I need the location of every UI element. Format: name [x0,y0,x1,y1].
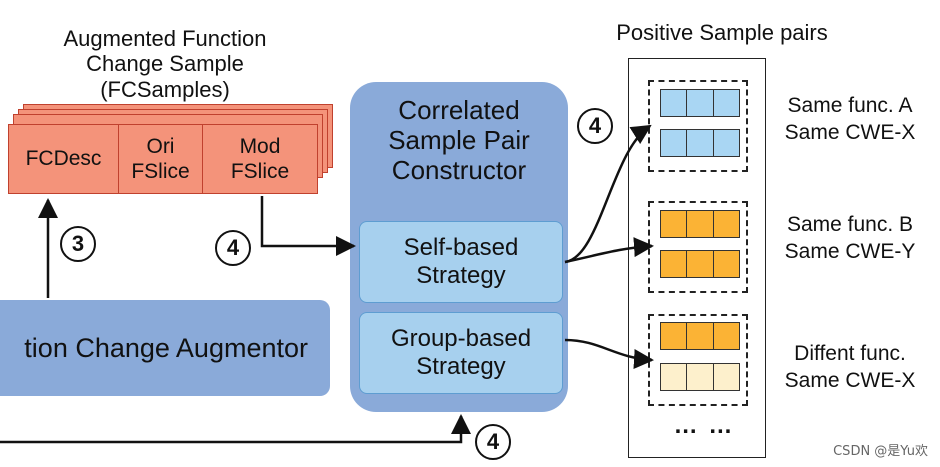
group-strategy-line-1: Group-based [390,325,532,353]
mod-fslice-cell: Mod FSlice [203,125,317,193]
pair-group-1-cwe: Same CWE-X [784,121,916,145]
ori-fslice-line-1: Ori [146,134,175,158]
step-4-marker-mod: 4 [215,230,251,266]
positive-pairs-panel [628,58,766,458]
pair-group-2-cwe: Same CWE-Y [784,240,916,264]
step-4-marker-output: 4 [577,108,613,144]
pair-group-3-label: Diffent func. Same CWE-X [770,340,930,395]
ori-fslice-cell: Ori FSlice [119,125,203,193]
ori-fslice-line-2: FSlice [131,160,190,183]
constructor-title: Correlated Sample Pair Constructor [350,95,568,186]
pair-group-3-cwe: Same CWE-X [784,369,916,393]
fcsamples-title-line-2: Change Sample [86,51,244,77]
fcsamples-title-line-1: Augmented Function [63,26,267,51]
pair-group-1-func: Same func. A [787,94,913,117]
function-change-augmentor-box: tion Change Augmentor [0,300,330,396]
bottom-feedback-arrow [0,414,471,444]
fcsamples-title-line-3: (FCSamples) [100,76,230,102]
mod-fslice-line-1: Mod [239,134,281,158]
pair-1-sample-a [660,89,740,117]
self-based-strategy-box: Self-based Strategy [359,221,563,303]
constructor-title-line-2: Sample Pair [388,124,530,155]
self-strategy-to-pair-2-arrow [564,237,654,264]
fcsamples-title: Augmented Function Change Sample (FCSamp… [30,26,300,102]
fcsample-card-front: FCDesc Ori FSlice Mod FSlice [8,124,318,194]
watermark: CSDN @是Yu欢 [833,444,928,459]
pair-group-2-func: Same func. B [786,213,914,236]
constructor-title-line-3: Constructor [391,154,527,185]
pair-3-sample-b [660,363,740,391]
more-pairs-ellipsis: … … [673,412,735,439]
pair-1-sample-b [660,129,740,157]
self-strategy-line-1: Self-based [403,234,519,262]
group-strategy-line-2: Strategy [416,353,506,380]
step-4-marker-bottom: 4 [475,424,511,460]
step-3-marker: 3 [60,226,96,262]
pair-2-sample-a [660,210,740,238]
positive-pairs-title: Positive Sample pairs [616,20,828,45]
pair-group-3-func: Diffent func. [794,342,906,365]
pair-2-sample-b [660,250,740,278]
pair-group-2-label: Same func. B Same CWE-Y [770,211,930,266]
group-based-strategy-box: Group-based Strategy [359,312,563,394]
group-strategy-to-pair-3-arrow [564,338,654,370]
fcdesc-cell: FCDesc [9,125,119,193]
self-strategy-to-pair-1-arrow [564,124,652,264]
pair-group-1-label: Same func. A Same CWE-X [770,92,930,147]
self-strategy-line-2: Strategy [416,262,506,289]
fcdesc-label: FCDesc [25,147,102,171]
mod-fslice-to-self-strategy-arrow [260,196,356,256]
pair-3-sample-a [660,322,740,350]
mod-fslice-line-2: FSlice [230,160,290,183]
constructor-title-line-1: Correlated [398,95,520,125]
augmentor-label: tion Change Augmentor [24,332,308,363]
